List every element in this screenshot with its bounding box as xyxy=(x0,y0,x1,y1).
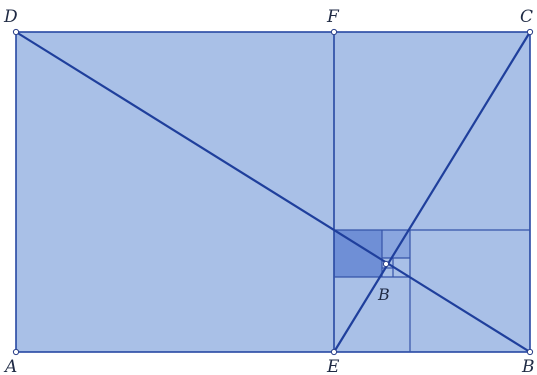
label-c: C xyxy=(520,7,533,27)
spiral-center-marker xyxy=(382,260,390,268)
vertex-e-marker xyxy=(330,348,338,356)
label-center: B xyxy=(377,285,390,304)
vertex-d-marker xyxy=(12,28,20,36)
highlight-square xyxy=(334,230,382,277)
diagonal-db xyxy=(15,31,531,353)
label-a: A xyxy=(3,357,17,375)
vertex-f-marker xyxy=(330,28,338,36)
vertex-b-marker xyxy=(526,348,534,356)
diagonal-ec xyxy=(333,31,531,353)
label-f: F xyxy=(326,7,340,27)
label-b: B xyxy=(521,357,535,375)
label-d: D xyxy=(3,7,18,27)
vertex-c-marker xyxy=(526,28,534,36)
vertex-a-marker xyxy=(12,348,20,356)
label-e: E xyxy=(326,357,340,375)
